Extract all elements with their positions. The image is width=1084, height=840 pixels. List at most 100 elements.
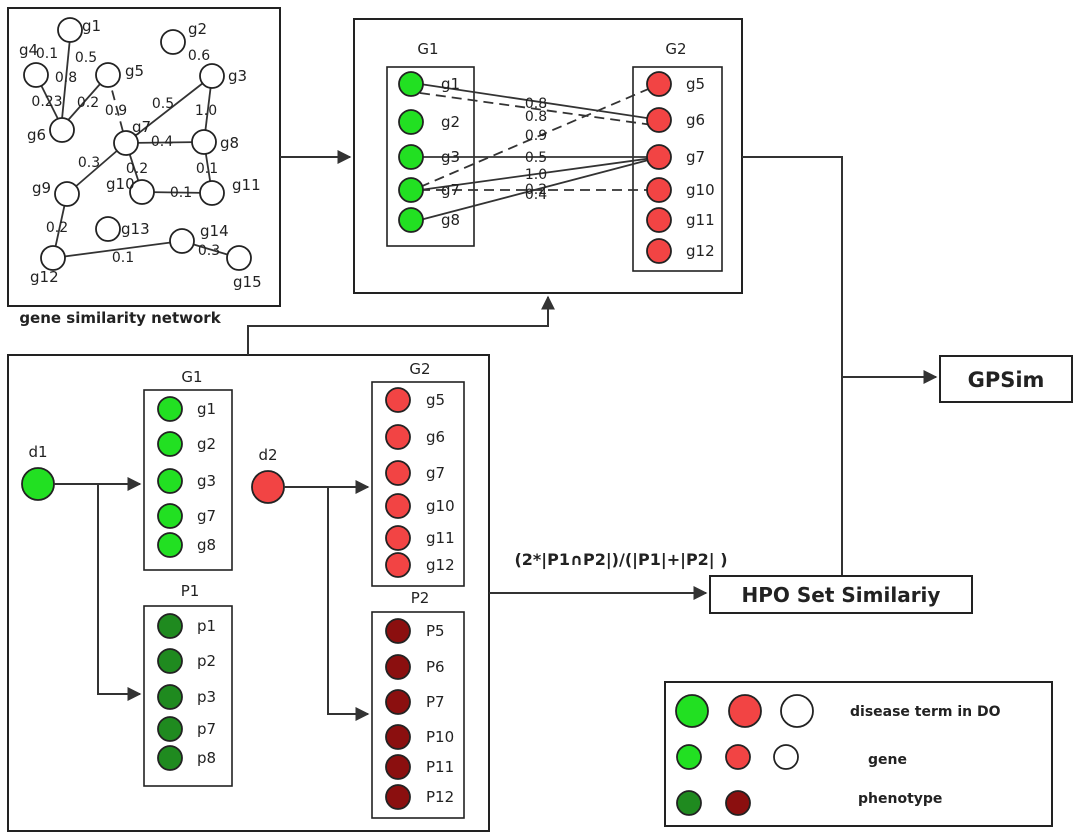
network-weight: 0.6 (188, 48, 210, 64)
network-weight: 0.1 (170, 185, 192, 201)
disease-p2-P6-node (385, 654, 411, 680)
disease-g1-g8-node (157, 532, 183, 558)
disease-p1-title: P1 (181, 582, 200, 600)
d2-label: d2 (258, 446, 277, 464)
disease-g1-g7-node (157, 503, 183, 529)
disease-p1-p1-label: p1 (197, 617, 216, 635)
network-g5-node (95, 62, 121, 88)
network-weight: 0.3 (198, 243, 220, 259)
match-g8-g7 (419, 156, 661, 221)
edge-g1-g6 (61, 37, 71, 120)
network-weight: 0.23 (31, 94, 62, 110)
network-g12-node (40, 245, 66, 271)
disease-g2-g12-label: g12 (426, 556, 455, 574)
formula-text: (2*|P1∩P2|)/(|P1|+|P2| ) (514, 550, 727, 570)
matching-panel: G1 G2 0.80.80.90.51.00.20.4 g1g2g3g7g8g5… (353, 18, 743, 294)
disease-p2-P7-label: P7 (426, 693, 445, 711)
disease-g1-title: G1 (181, 368, 202, 386)
matching-right-g12-label: g12 (686, 242, 715, 260)
network-g4-node (23, 62, 49, 88)
line-matching-to-gpsim (742, 156, 843, 377)
network-g7-node (113, 130, 139, 156)
disease-set-nodes: g1g2g3g7g8p1p2p3p7p8g5g6g7g10g11g12P5P6P… (157, 387, 455, 810)
network-g9-node (54, 181, 80, 207)
network-g3-label: g3 (228, 67, 247, 85)
disease-p2-P12-node (385, 784, 411, 810)
disease-p1-p8-label: p8 (197, 749, 216, 767)
disease-g1-g1-node (157, 396, 183, 422)
matching-edge-weights: 0.80.80.90.51.00.20.4 (525, 96, 547, 203)
disease-g2-g11-label: g11 (426, 529, 455, 547)
network-weight: 0.5 (152, 96, 174, 112)
edge-g12-g14 (52, 240, 183, 259)
matching-left-g3-node (398, 144, 424, 170)
legend-phenotype-red (725, 790, 751, 816)
network-g15-node (226, 245, 252, 271)
disease-g1-g2-node (157, 431, 183, 457)
legend-phenotype-label: phenotype (858, 791, 942, 807)
network-weight: 0.2 (126, 161, 148, 177)
matching-weight: 0.9 (525, 128, 547, 144)
network-g10-label: g10 (106, 175, 135, 193)
gpsim-box (939, 355, 1073, 403)
network-g14-label: g14 (200, 222, 229, 240)
disease-g2-g10-node (385, 493, 411, 519)
disease-g1-g3-node (157, 468, 183, 494)
gpsim-label: GPSim (968, 368, 1045, 392)
disease-g2-title: G2 (409, 360, 430, 378)
disease-panel: d1 d2 G1 P1 G2 P2 g1g2g3g7g8p1p2p3p7p8g5… (7, 354, 490, 832)
network-weight: 0.5 (75, 50, 97, 66)
disease-p2-title: P2 (411, 589, 430, 607)
match-g1-g6 (419, 83, 661, 121)
network-g14-node (169, 228, 195, 254)
disease-g2-g6-node (385, 424, 411, 450)
matching-weight: 0.8 (525, 109, 547, 125)
edge-g7-g8 (125, 141, 205, 144)
network-g1-label: g1 (82, 17, 101, 35)
network-weight: 0.2 (46, 220, 68, 236)
network-weight: 0.1 (36, 46, 58, 62)
arrow-d1-p1 (97, 484, 142, 701)
network-g11-label: g11 (232, 176, 261, 194)
disease-g2-g5-label: g5 (426, 391, 445, 409)
disease-p2-P11-label: P11 (426, 758, 454, 776)
network-g10-node (129, 179, 155, 205)
network-g2-label: g2 (188, 20, 207, 38)
disease-g1-g3-label: g3 (197, 472, 216, 490)
matching-right-g11-node (646, 207, 672, 233)
matching-g1-title: G1 (417, 40, 438, 58)
edge-g7-g9 (66, 142, 127, 195)
disease-p2-box (371, 611, 465, 819)
disease-p1-p7-label: p7 (197, 720, 216, 738)
disease-g1-g7-label: g7 (197, 507, 216, 525)
matching-left-g1-node (398, 71, 424, 97)
network-g12-label: g12 (30, 268, 59, 286)
connectors (247, 150, 938, 600)
matching-left-g3-label: g3 (441, 148, 460, 166)
network-g3-node (199, 63, 225, 89)
network-weight: 1.0 (195, 103, 217, 119)
matching-right-g5-label: g5 (686, 75, 705, 93)
network-caption: gene similarity network (19, 309, 221, 327)
d2-node (251, 470, 285, 504)
network-g6-label: g6 (27, 126, 46, 144)
match-g7-g5 (419, 83, 661, 188)
disease-p2-P5-label: P5 (426, 622, 445, 640)
disease-p1-p8-node (157, 745, 183, 771)
network-g2-node (160, 29, 186, 55)
arrow-disease-to-matching (247, 295, 555, 355)
legend-box (664, 681, 1053, 827)
legend-disease-red (728, 694, 762, 728)
matching-right-g10-node (646, 177, 672, 203)
matching-right-g6-label: g6 (686, 111, 705, 129)
d1-node (21, 467, 55, 501)
matching-right-g5-node (646, 71, 672, 97)
network-g1-node (57, 17, 83, 43)
matching-left-g2-node (398, 109, 424, 135)
disease-p1-p2-label: p2 (197, 652, 216, 670)
matching-weight: 0.8 (525, 96, 547, 112)
legend-disease-white (780, 694, 814, 728)
